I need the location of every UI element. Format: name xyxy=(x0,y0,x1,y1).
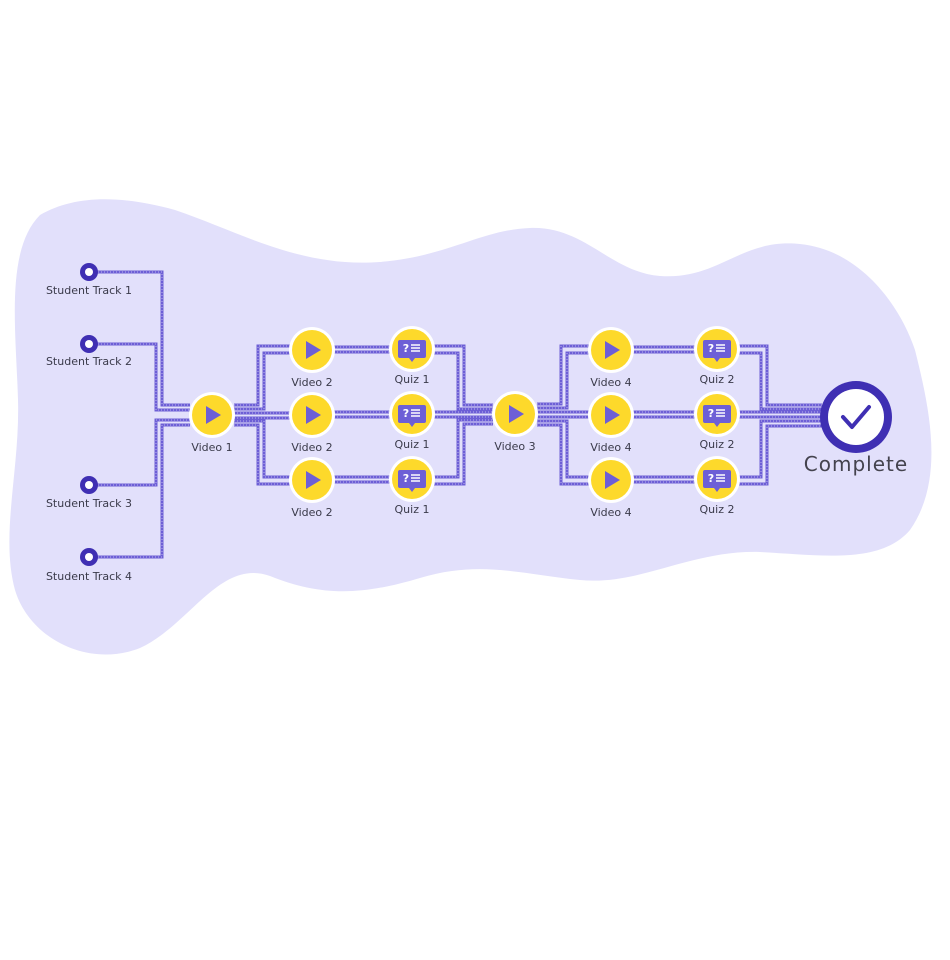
wire-v3-row1-1-texture xyxy=(537,352,589,409)
stage2-video-node-1[interactable]: Video 4 xyxy=(588,327,634,389)
question-mark-glyph: ? xyxy=(708,342,714,355)
node-label: Quiz 2 xyxy=(700,438,735,451)
question-mark-glyph: ? xyxy=(403,472,409,485)
stage1-quiz-node-2[interactable]: ? Quiz 1 xyxy=(389,391,435,451)
student-track-label: Student Track 3 xyxy=(46,497,132,510)
wire-v3-row1-0-texture xyxy=(537,345,589,405)
stage2-video-node-3[interactable]: Video 4 xyxy=(588,457,634,519)
track-start-dot-center xyxy=(85,340,93,348)
stage2-quiz-node-1[interactable]: ? Quiz 2 xyxy=(694,326,740,386)
video-1-node[interactable]: Video 1 xyxy=(189,392,235,454)
stage1-video-node-1[interactable]: Video 2 xyxy=(289,327,335,389)
node-label: Quiz 1 xyxy=(395,438,430,451)
play-icon xyxy=(306,406,321,424)
wire-track-1-texture xyxy=(95,271,190,406)
play-icon xyxy=(306,471,321,489)
node-label: Quiz 2 xyxy=(700,373,735,386)
node-label: Video 4 xyxy=(590,376,631,389)
question-mark-glyph: ? xyxy=(403,342,409,355)
node-label: Video 4 xyxy=(590,441,631,454)
question-mark-glyph: ? xyxy=(708,472,714,485)
stage1-video-node-3[interactable]: Video 2 xyxy=(289,457,335,519)
wire-s2-row3-complete-1-texture xyxy=(739,425,822,485)
node-label: Quiz 2 xyxy=(700,503,735,516)
wire-s2-row3-complete-0-texture xyxy=(739,420,822,478)
wire-track-2-texture xyxy=(95,343,190,411)
play-icon xyxy=(605,406,620,424)
play-icon xyxy=(306,341,321,359)
wire-v3-row3-1-texture xyxy=(537,424,589,485)
play-icon xyxy=(509,405,524,423)
play-icon xyxy=(605,341,620,359)
complete-inner xyxy=(828,389,884,445)
node-label: Video 2 xyxy=(291,506,332,519)
wire-s2-row1-complete-0-texture xyxy=(739,345,822,406)
student-track-3[interactable]: Student Track 3 xyxy=(46,476,132,510)
complete-label: Complete xyxy=(804,452,908,476)
wire-v1-row3-0-texture xyxy=(234,420,290,478)
track-start-dot-center xyxy=(85,481,93,489)
node-label: Video 2 xyxy=(291,376,332,389)
play-icon xyxy=(206,406,221,424)
student-track-label: Student Track 1 xyxy=(46,284,132,297)
student-track-2[interactable]: Student Track 2 xyxy=(46,335,132,368)
wire-v1-row1-1-texture xyxy=(234,352,290,410)
wire-s2-row1-complete-1-texture xyxy=(739,352,822,410)
track-start-dot-center xyxy=(85,553,93,561)
quiz-chat-icon: ? xyxy=(703,470,731,492)
wire-v1-row3-1-texture xyxy=(234,424,290,485)
stage1-quiz-node-1[interactable]: ? Quiz 1 xyxy=(389,326,435,386)
connection-wires xyxy=(95,270,822,559)
student-track-1[interactable]: Student Track 1 xyxy=(46,263,132,297)
wire-s1-row3-v3-0-texture xyxy=(434,419,493,478)
complete-node[interactable]: Complete xyxy=(804,381,908,476)
stage1-video-node-2[interactable]: Video 2 xyxy=(289,392,335,454)
quiz-chat-icon: ? xyxy=(703,405,731,427)
quiz-chat-icon: ? xyxy=(398,405,426,427)
lesson-nodes: Video 1 Video 2? Quiz 1 Video 2? Quiz 1 Video… xyxy=(189,326,740,519)
wire-track-4-texture xyxy=(95,424,190,558)
question-mark-glyph: ? xyxy=(708,407,714,420)
node-label: Video 2 xyxy=(291,441,332,454)
wire-v1-row1-0-texture xyxy=(234,345,290,406)
quiz-chat-icon: ? xyxy=(398,340,426,362)
track-start-dot-center xyxy=(85,268,93,276)
wire-track-3-texture xyxy=(95,419,190,486)
stage1-quiz-node-3[interactable]: ? Quiz 1 xyxy=(389,456,435,516)
wire-v3-row3-0-texture xyxy=(537,420,589,478)
question-mark-glyph: ? xyxy=(403,407,409,420)
student-track-4[interactable]: Student Track 4 xyxy=(46,548,132,583)
video-3-node[interactable]: Video 3 xyxy=(492,391,538,453)
checkmark-icon xyxy=(841,405,871,429)
node-label: Quiz 1 xyxy=(395,503,430,516)
stage2-video-node-2[interactable]: Video 4 xyxy=(588,392,634,454)
wire-s1-row1-v3-0-texture xyxy=(434,345,493,406)
quiz-chat-icon: ? xyxy=(703,340,731,362)
student-tracks: Student Track 1 Student Track 2 Student Tr… xyxy=(46,263,132,583)
student-track-label: Student Track 2 xyxy=(46,355,132,368)
play-icon xyxy=(605,471,620,489)
node-label: Video 4 xyxy=(590,506,631,519)
node-label: Video 1 xyxy=(191,441,232,454)
wire-s1-row3-v3-1-texture xyxy=(434,423,493,485)
node-label: Video 3 xyxy=(494,440,535,453)
student-track-label: Student Track 4 xyxy=(46,570,132,583)
quiz-chat-icon: ? xyxy=(398,470,426,492)
node-label: Quiz 1 xyxy=(395,373,430,386)
stage2-quiz-node-3[interactable]: ? Quiz 2 xyxy=(694,456,740,516)
background-blob xyxy=(9,199,932,655)
stage2-quiz-node-2[interactable]: ? Quiz 2 xyxy=(694,391,740,451)
wire-s1-row1-v3-1-texture xyxy=(434,352,493,410)
